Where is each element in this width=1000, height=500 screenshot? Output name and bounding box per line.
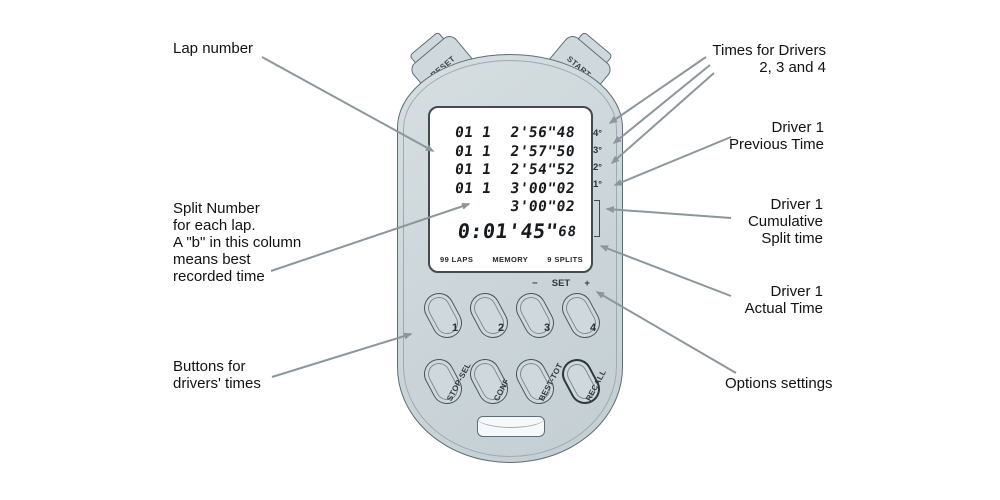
lcd-display: 01 1 2'56"48 01 1 2'57"50 01 1 2'54"52 0… — [428, 106, 593, 273]
annotation-line: Buttons for — [173, 358, 246, 375]
annotation-lap-number: Lap number — [173, 40, 253, 57]
split-number-cell: 1 — [481, 143, 493, 159]
lap-row: 01 1 3'00"02 — [454, 180, 576, 197]
annotation-line: Actual Time — [744, 300, 823, 317]
driver-button-4-label: 4 — [590, 322, 597, 334]
annotation-line: Previous Time — [728, 136, 824, 153]
lap-row: 01 1 2'54"52 — [454, 161, 576, 178]
lap-time-cell: 2'56"48 — [509, 124, 576, 141]
degree-marker-2: 2° — [593, 162, 603, 173]
annotation-line: Driver 1 — [770, 196, 823, 213]
annotation-line: Cumulative — [747, 213, 823, 230]
annotation-line: Driver 1 — [770, 283, 823, 300]
driver-button-1-label: 1 — [452, 322, 459, 334]
annotation-line: for each lap. — [173, 217, 256, 234]
split-number-cell: 1 — [481, 161, 493, 178]
annotation-line: Split time — [761, 230, 823, 247]
actual-time-display: 0:01'45" 68 — [456, 218, 578, 243]
set-plus-label: + — [584, 278, 590, 289]
annotation-line: Driver 1 — [771, 119, 824, 136]
degree-marker-1: 1° — [593, 179, 603, 190]
annotation-line: Lap number — [173, 40, 254, 57]
annotation-driver-buttons: Buttons for drivers' times — [173, 358, 261, 392]
annotation-line: Times for Drivers — [712, 42, 826, 59]
lap-time-cell: 3'00"02 — [509, 198, 576, 215]
annotation-line: 2, 3 and 4 — [759, 59, 826, 76]
degree-marker-3: 3° — [593, 145, 603, 156]
annotation-line: A "b" in this column — [173, 234, 302, 251]
degree-marker-4: 4° — [593, 128, 603, 139]
lcd-footer: 99 LAPS MEMORY 9 SPLITS — [440, 255, 583, 264]
stand-slot — [477, 416, 545, 437]
lap-time-cell: 2'57"50 — [509, 143, 576, 159]
actual-time-main: 0:01'45" — [456, 219, 560, 243]
lap-number-cell: 01 — [454, 180, 475, 196]
lap-time-cell: 3'00"02 — [509, 180, 576, 196]
annotation-split-number: Split Number for each lap. A "b" in this… — [173, 200, 301, 285]
split-number-cell: 1 — [481, 180, 493, 196]
lap-number-cell: 01 — [454, 161, 475, 178]
cumulative-split-bracket — [594, 200, 600, 237]
annotation-cumulative-split: Driver 1 Cumulative Split time — [678, 196, 823, 247]
laps-count-label: 99 LAPS — [440, 255, 474, 264]
annotation-actual-time: Driver 1 Actual Time — [678, 283, 823, 317]
set-minus-label: − — [532, 278, 538, 289]
set-label: SET — [551, 278, 571, 289]
annotation-line: Split Number — [173, 200, 260, 217]
lap-row: 3'00"02 — [454, 198, 576, 215]
lap-row: 01 1 2'56"48 — [454, 124, 576, 141]
lap-number-cell: 01 — [454, 124, 475, 141]
driver-button-3-label: 3 — [544, 322, 551, 334]
annotation-previous-time: Driver 1 Previous Time — [678, 119, 824, 153]
set-options-row: − SET + — [532, 278, 590, 289]
annotation-line: means best — [173, 251, 251, 268]
lap-row: 01 1 2'57"50 — [454, 143, 576, 160]
split-number-cell: 1 — [481, 124, 493, 141]
leader-driver-buttons — [271, 332, 413, 378]
annotation-line: recorded time — [173, 268, 265, 285]
actual-time-fraction: 68 — [556, 224, 578, 240]
splits-count-label: 9 SPLITS — [547, 255, 583, 264]
annotation-line: Options settings — [725, 375, 833, 392]
annotation-times-drivers: Times for Drivers 2, 3 and 4 — [678, 42, 826, 76]
memory-label: MEMORY — [492, 255, 529, 264]
driver-button-2-label: 2 — [498, 322, 505, 334]
annotation-options-settings: Options settings — [725, 375, 833, 392]
annotation-line: drivers' times — [173, 375, 261, 392]
lap-number-cell: 01 — [454, 143, 475, 159]
lap-time-cell: 2'54"52 — [509, 161, 576, 178]
